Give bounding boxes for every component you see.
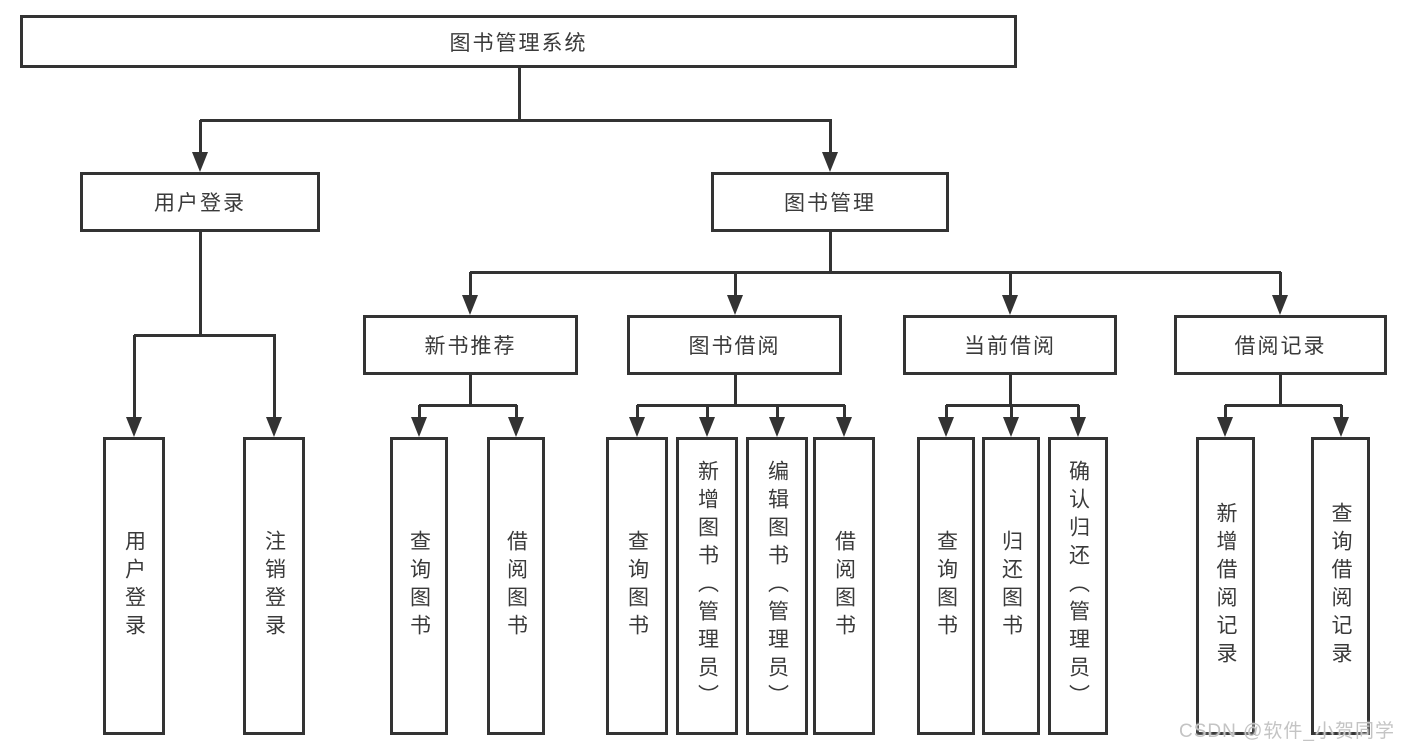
connector-line (198, 120, 202, 153)
arrow-down-icon (1070, 417, 1086, 437)
connector-line (637, 403, 845, 407)
leaf-add-book-admin: 新增图书（管理员） (676, 437, 738, 735)
node-label: 用户登录 (154, 192, 246, 215)
arrow-down-icon (822, 152, 838, 172)
node-label: 查询借阅记录 (1329, 502, 1352, 670)
node-label: 图书借阅 (688, 335, 781, 358)
connector-line (733, 375, 737, 406)
connector-line (1278, 375, 1282, 406)
node-user-login-group: 用户登录 (80, 172, 320, 232)
node-label: 当前借阅 (964, 335, 1056, 358)
node-label: 新书推荐 (424, 335, 517, 358)
node-label: 查询图书 (934, 530, 958, 642)
node-label: 确认归还（管理员） (1066, 460, 1090, 712)
connector-line (470, 270, 1281, 274)
node-label: 借阅记录 (1234, 335, 1327, 358)
leaf-edit-book-admin: 编辑图书（管理员） (746, 437, 808, 735)
arrow-down-icon (462, 295, 478, 315)
connector-line (132, 335, 136, 418)
connector-line (272, 335, 276, 418)
connector-line (1223, 405, 1227, 418)
connector-line (705, 405, 709, 418)
arrow-down-icon (1002, 295, 1018, 315)
connector-line (775, 405, 779, 418)
connector-line (1278, 272, 1282, 296)
node-label: 图书管理 (784, 192, 876, 215)
connector-line (468, 272, 472, 296)
connector-line (514, 405, 518, 418)
node-label: 用户登录 (122, 530, 146, 642)
node-label: 借阅图书 (832, 530, 856, 642)
leaf-confirm-return-admin: 确认归还（管理员） (1048, 437, 1108, 735)
connector-line (1076, 405, 1080, 418)
arrow-down-icon (411, 417, 427, 437)
node-label: 查询图书 (625, 530, 649, 642)
connector-line (1225, 403, 1342, 407)
leaf-add-borrow-record: 新增借阅记录 (1196, 437, 1255, 735)
leaf-user-login: 用户登录 (103, 437, 165, 735)
connector-line (842, 405, 846, 418)
connector-line (468, 375, 472, 406)
connector-line (1339, 405, 1343, 418)
node-current-borrow: 当前借阅 (903, 315, 1117, 375)
leaf-query-books-2: 查询图书 (606, 437, 668, 735)
node-label: 借阅图书 (504, 530, 528, 642)
leaf-query-borrow-record: 查询借阅记录 (1311, 437, 1370, 735)
node-new-book-recommend: 新书推荐 (363, 315, 578, 375)
connector-line (1009, 405, 1013, 418)
arrow-down-icon (1003, 417, 1019, 437)
leaf-borrow-books-2: 借阅图书 (813, 437, 875, 735)
connector-line (134, 333, 276, 337)
node-book-borrow: 图书借阅 (627, 315, 842, 375)
connector-line (198, 232, 202, 336)
node-label: 新增借阅记录 (1214, 502, 1237, 670)
arrow-down-icon (508, 417, 524, 437)
connector-line (635, 405, 639, 418)
leaf-borrow-books-1: 借阅图书 (487, 437, 545, 735)
leaf-query-books-1: 查询图书 (390, 437, 448, 735)
arrow-down-icon (699, 417, 715, 437)
node-label: 编辑图书（管理员） (765, 460, 789, 712)
connector-line (1008, 375, 1012, 406)
node-label: 归还图书 (999, 530, 1023, 642)
arrow-down-icon (629, 417, 645, 437)
connector-line (944, 405, 948, 418)
arrow-down-icon (727, 295, 743, 315)
arrow-down-icon (938, 417, 954, 437)
node-borrow-records: 借阅记录 (1174, 315, 1387, 375)
connector-line (200, 118, 832, 122)
arrow-down-icon (836, 417, 852, 437)
node-label: 新增图书（管理员） (695, 460, 719, 712)
connector-line (1008, 272, 1012, 296)
node-label: 注销登录 (262, 530, 286, 642)
connector-line (828, 232, 832, 273)
leaf-query-books-3: 查询图书 (917, 437, 975, 735)
arrow-down-icon (266, 417, 282, 437)
node-label: 查询图书 (407, 530, 431, 642)
leaf-logout: 注销登录 (243, 437, 305, 735)
connector-line (417, 405, 421, 418)
watermark: CSDN @软件_小贺同学 (1179, 721, 1395, 742)
node-library-management-system: 图书管理系统 (20, 15, 1017, 68)
connector-line (733, 272, 737, 296)
arrow-down-icon (1272, 295, 1288, 315)
arrow-down-icon (1333, 417, 1349, 437)
node-label: 图书管理系统 (449, 31, 588, 55)
arrow-down-icon (769, 417, 785, 437)
connector-line (517, 68, 521, 120)
leaf-return-book: 归还图书 (982, 437, 1040, 735)
connector-line (946, 403, 1079, 407)
arrow-down-icon (126, 417, 142, 437)
node-book-management: 图书管理 (711, 172, 949, 232)
arrow-down-icon (1217, 417, 1233, 437)
arrow-down-icon (192, 152, 208, 172)
connector-line (419, 403, 517, 407)
connector-line (828, 120, 832, 153)
